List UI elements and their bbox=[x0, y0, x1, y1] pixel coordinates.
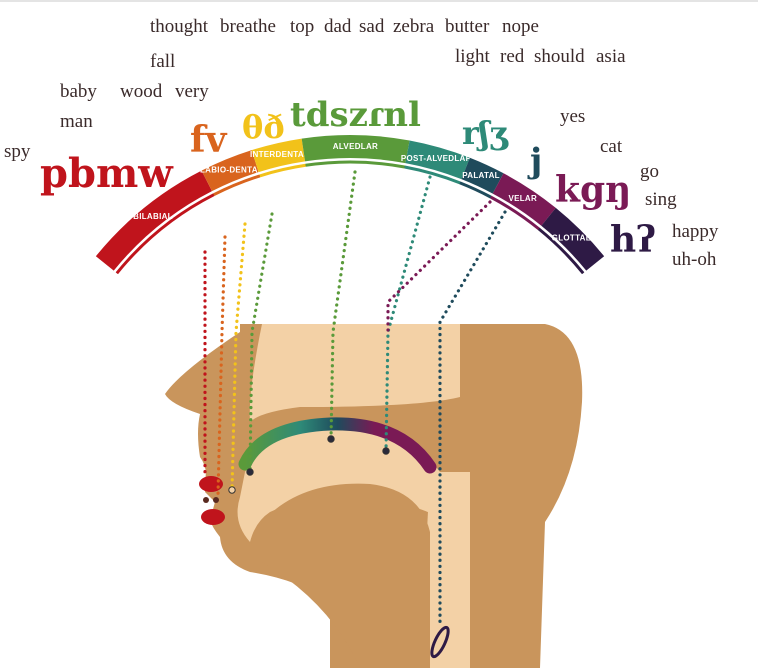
example-word: wood bbox=[120, 81, 163, 102]
band-segment-post-alveolar bbox=[405, 140, 470, 180]
example-word: cat bbox=[600, 136, 623, 157]
example-word: fall bbox=[150, 51, 175, 72]
ipa-symbols-velar: kgŋ bbox=[555, 169, 631, 211]
place-label-glottal: GLOTTAL bbox=[552, 234, 591, 243]
ipa-symbols-bilabial: pbmw bbox=[40, 150, 174, 197]
tongue bbox=[262, 483, 430, 668]
band-segment-palatal bbox=[461, 157, 504, 194]
example-word: nope bbox=[502, 16, 539, 37]
example-word: yes bbox=[560, 106, 585, 127]
band-underline-velar bbox=[490, 195, 540, 231]
articulation-point bbox=[246, 468, 254, 476]
articulation-point bbox=[203, 497, 209, 503]
articulation-point bbox=[327, 435, 335, 443]
band-segment-bilabial bbox=[95, 170, 212, 271]
articulation-point bbox=[228, 486, 236, 494]
example-word: sad bbox=[359, 16, 385, 37]
example-word: zebra bbox=[393, 16, 435, 37]
connector-line-alveolar bbox=[329, 170, 357, 441]
band-underline-labio-dental bbox=[213, 174, 261, 197]
ipa-symbols-post-alveolar: rʃʒ bbox=[462, 114, 509, 152]
articulation-point bbox=[213, 497, 219, 503]
head-profile bbox=[165, 324, 583, 668]
example-word: very bbox=[175, 81, 209, 102]
place-label-palatal: PALATAL bbox=[462, 171, 500, 180]
ipa-symbols-interdental: θð bbox=[242, 108, 285, 146]
place-label-bilabial: BILABIAL bbox=[133, 212, 173, 221]
articulation-points bbox=[203, 435, 390, 503]
ipa-symbols-labio-dental: fv bbox=[190, 119, 227, 161]
example-word: go bbox=[640, 161, 659, 182]
place-label-interdental: INTERDENTAL bbox=[250, 150, 309, 159]
example-word: red bbox=[500, 46, 525, 67]
connector-line-palatal bbox=[438, 210, 507, 626]
ipa-symbols-alveolar: tdszɾnl bbox=[290, 95, 421, 135]
nasal-cavity bbox=[249, 324, 460, 422]
connector-line-velar bbox=[386, 200, 492, 334]
palate-arch bbox=[238, 417, 437, 474]
band-segment-alveolar bbox=[301, 135, 410, 164]
example-word: man bbox=[60, 111, 93, 132]
articulation-arc: BILABIAL LABIO-DENTAL INTERDENTAL ALVEDLAR P… bbox=[95, 135, 605, 275]
glottis-icon bbox=[430, 625, 450, 659]
upper-lip bbox=[199, 476, 223, 492]
band-segment-velar bbox=[492, 173, 556, 226]
place-label-post-alveolar: POST-ALVEDLAR bbox=[401, 154, 472, 163]
place-label-alveolar: ALVEDLAR bbox=[333, 142, 378, 151]
example-word: top bbox=[290, 16, 314, 37]
band-segment-glottal bbox=[541, 207, 605, 271]
band-segment-interdental bbox=[251, 138, 306, 173]
place-label-velar: VELAR bbox=[508, 194, 537, 203]
connector-lines bbox=[203, 170, 507, 626]
example-word: spy bbox=[4, 141, 31, 162]
connector-line-alveolar bbox=[248, 212, 274, 474]
example-word: light bbox=[455, 46, 491, 67]
example-word: butter bbox=[445, 16, 490, 37]
ipa-symbols-palatal: j bbox=[527, 141, 542, 181]
example-word: dad bbox=[324, 16, 352, 37]
example-word: happy bbox=[672, 221, 719, 242]
example-word: should bbox=[534, 46, 585, 67]
band-underline-post-alveolar bbox=[404, 165, 461, 185]
example-word: sing bbox=[645, 189, 677, 210]
ipa-symbols-glottal: hʔ bbox=[610, 219, 656, 261]
example-word: asia bbox=[596, 46, 626, 67]
example-word: thought bbox=[150, 16, 209, 37]
place-label-labio-dental: LABIO-DENTAL bbox=[200, 165, 263, 174]
lower-lip bbox=[201, 509, 225, 525]
example-word: uh-oh bbox=[672, 249, 717, 270]
example-word: baby bbox=[60, 81, 97, 102]
example-word: breathe bbox=[220, 16, 276, 37]
band-underline-alveolar bbox=[305, 160, 405, 169]
band-underline-glottal bbox=[537, 227, 585, 275]
band-underline-interdental bbox=[259, 163, 306, 178]
connector-line-interdental bbox=[230, 222, 247, 492]
throat bbox=[420, 472, 470, 668]
band-underline-palatal bbox=[459, 181, 492, 199]
connector-line-labio-dental bbox=[216, 235, 227, 496]
connector-line-post-alveolar bbox=[384, 175, 432, 453]
band-segment-labio-dental bbox=[201, 150, 259, 192]
articulation-point bbox=[382, 447, 390, 455]
